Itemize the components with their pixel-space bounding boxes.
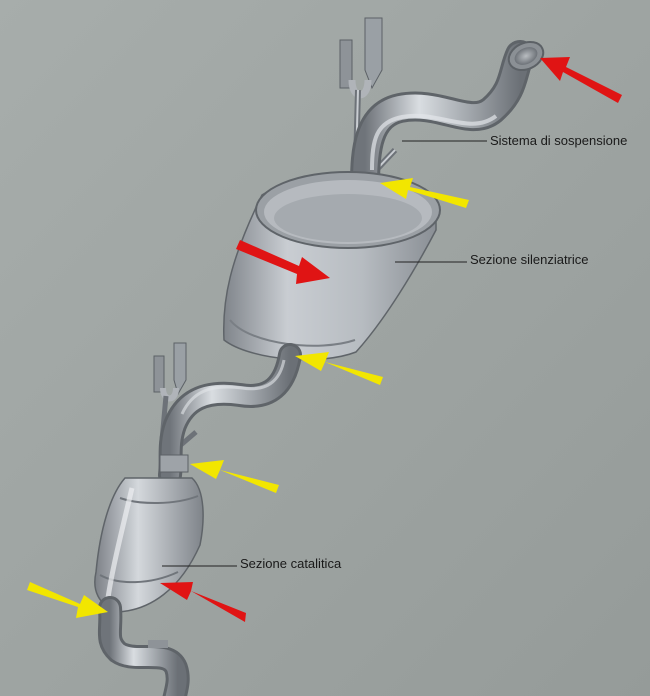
yellow-arrow-icon — [27, 582, 108, 618]
catalytic-converter — [94, 477, 204, 613]
red-arrows — [160, 57, 622, 622]
yellow-arrows — [27, 178, 469, 618]
label-silencer-section: Sezione silenziatrice — [470, 252, 589, 267]
label-catalytic-section: Sezione catalitica — [240, 556, 342, 571]
leader-lines — [162, 140, 487, 567]
yellow-arrow-icon — [380, 178, 469, 208]
red-arrow-icon — [540, 57, 622, 103]
front-pipe — [97, 596, 190, 696]
yellow-arrow-icon — [295, 352, 383, 385]
intermediate-pipe — [158, 343, 302, 487]
red-arrow-icon — [236, 240, 330, 284]
label-suspension-system: Sistema di sospensione — [490, 133, 628, 148]
red-arrow-icon — [160, 582, 246, 622]
tail-pipe — [350, 40, 545, 200]
yellow-arrow-icon — [190, 460, 279, 493]
pipe-clamp-lower — [159, 454, 189, 473]
